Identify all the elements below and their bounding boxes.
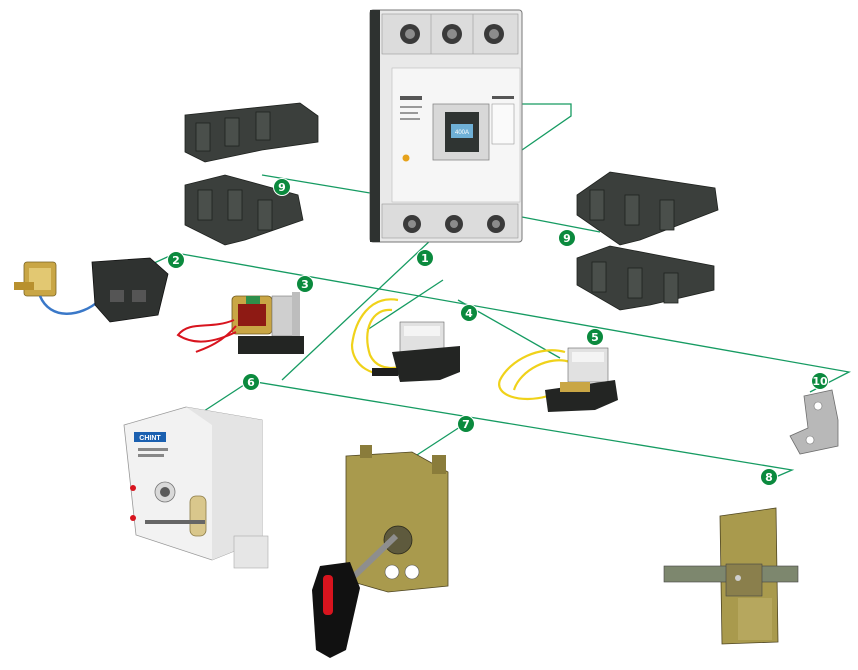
badge-number: 9 [278, 181, 286, 194]
badge-undervoltage_release: 3 [296, 275, 314, 293]
connector-line-shunt-to-terminal [151, 252, 852, 393]
badge-phase_barrier: 9 [558, 229, 576, 247]
badge-alarm_contact: 5 [586, 328, 604, 346]
badge-rotary_handle: 7 [457, 415, 475, 433]
badge-circle [586, 328, 604, 346]
moulded-case-circuit-breaker-icon: 400A [369, 9, 523, 243]
part-number-badges: 1 2 3 4 5 6 7 8 9 9 10 [167, 178, 829, 486]
badge-number: 6 [247, 376, 255, 389]
badge-number: 2 [172, 254, 180, 267]
badge-circle [558, 229, 576, 247]
badge-number: 7 [462, 418, 470, 431]
connector-line-trunk [281, 237, 434, 381]
badge-number: 9 [563, 232, 571, 245]
badge-circle [416, 249, 434, 267]
connector-lines [151, 103, 852, 480]
badge-circle [167, 251, 185, 269]
badge-circle [273, 178, 291, 196]
badge-number: 5 [591, 331, 599, 344]
shunt-release-icon [14, 257, 169, 323]
badge-circle [460, 304, 478, 322]
connector-line-motor-to-interlock [200, 380, 795, 480]
connector-line-aux [366, 279, 444, 331]
badge-terminal_connector: 10 [811, 372, 829, 390]
undervoltage-release-icon [176, 292, 304, 354]
badge-circle [760, 468, 778, 486]
badge-interlock: 8 [760, 468, 778, 486]
motor-operating-mechanism-icon: CHINT [123, 406, 269, 569]
badge-breaker: 1 [416, 249, 434, 267]
phase-barrier-icon [184, 102, 719, 311]
badge-auxiliary_contact: 4 [460, 304, 478, 322]
connector-line-handle [416, 424, 464, 456]
connector-line-breaker-right-barrier [521, 103, 572, 151]
badge-number: 10 [812, 375, 828, 388]
breaker-rating-label: 400A [455, 130, 469, 136]
connector-line-left-barrier [261, 174, 371, 194]
badge-number: 4 [465, 307, 473, 320]
badge-motor_operator: 6 [242, 373, 260, 391]
badge-circle [242, 373, 260, 391]
terminal-connector-icon [789, 389, 839, 455]
badge-circle [296, 275, 314, 293]
auxiliary-contact-icon [350, 298, 460, 382]
badge-shunt_release: 2 [167, 251, 185, 269]
badge-number: 8 [765, 471, 773, 484]
badge-number: 1 [421, 252, 429, 265]
mechanical-interlock-icon [663, 507, 799, 645]
connector-line-right-barrier [521, 216, 601, 233]
motor-operator-brand-label: CHINT [139, 435, 161, 442]
badge-circle [811, 372, 829, 390]
badge-circle [457, 415, 475, 433]
badge-phase_barrier: 9 [273, 178, 291, 196]
badge-number: 3 [301, 278, 309, 291]
rotary-handle-icon [312, 445, 449, 658]
alarm-contact-icon [498, 347, 618, 412]
